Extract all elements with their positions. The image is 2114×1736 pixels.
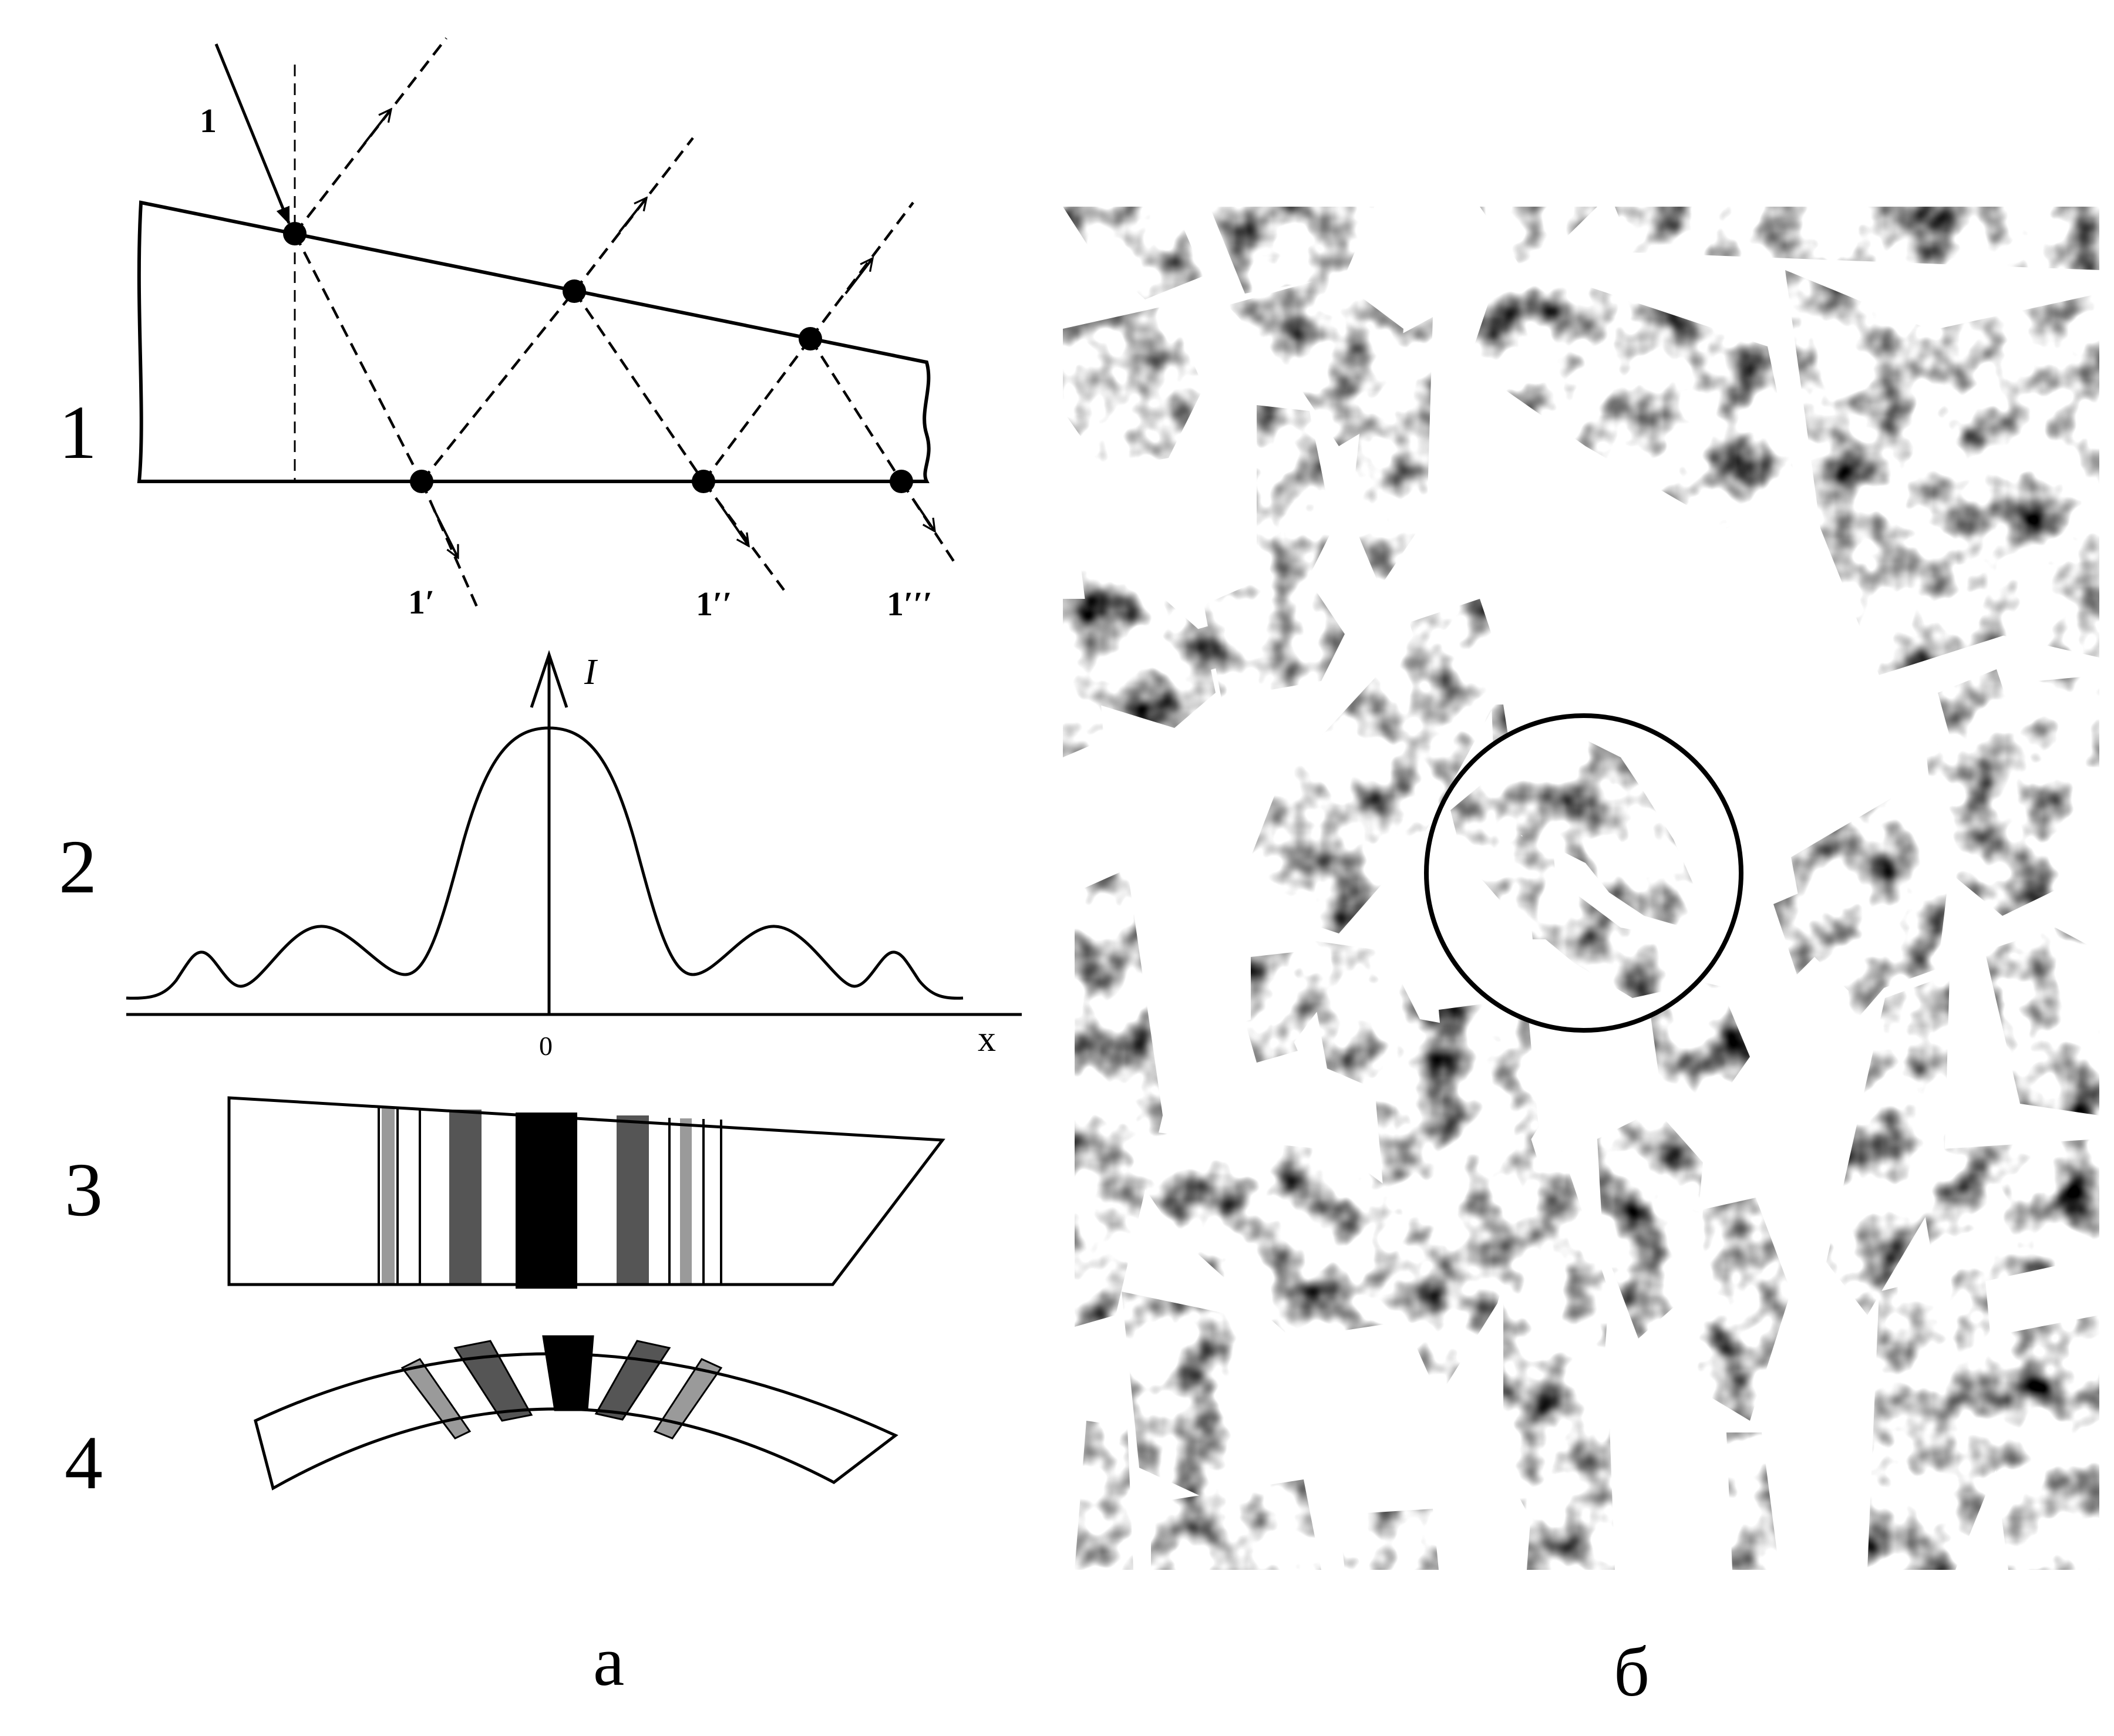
x-axis-label: x xyxy=(978,1019,996,1059)
contact-points xyxy=(283,222,913,493)
incident-ray xyxy=(214,43,291,225)
crystal-fragments xyxy=(1063,207,2099,1570)
caption-a: а xyxy=(593,1622,624,1700)
y-axis-label: I xyxy=(584,652,598,692)
wedge-fringes-outline xyxy=(227,1096,945,1286)
micrograph xyxy=(1063,207,2099,1570)
exit-ray-label-3: 1′′′ xyxy=(887,585,933,623)
caption-b: б xyxy=(1614,1633,1650,1711)
ray-diagram xyxy=(137,37,958,611)
row-number-2: 2 xyxy=(59,825,97,909)
magnified-crystal-inset xyxy=(1424,713,1743,1033)
intensity-curve xyxy=(126,726,964,1000)
intensity-profile: I x 0 xyxy=(126,650,1022,1061)
row-number-4: 4 xyxy=(65,1421,103,1505)
origin-label: 0 xyxy=(539,1031,553,1061)
wedge-outline xyxy=(137,200,931,483)
panel-b: б xyxy=(1063,207,2099,1711)
row-number-3: 3 xyxy=(65,1148,103,1232)
exit-ray-label-1: 1′ xyxy=(408,583,435,621)
bent-plate-outline xyxy=(254,1352,898,1491)
exit-ray-label-2: 1′′ xyxy=(696,585,732,623)
bent-fringes xyxy=(254,1335,898,1491)
reflected-rays xyxy=(294,37,914,340)
row-number-1: 1 xyxy=(59,390,97,475)
y-axis-arrowhead xyxy=(530,650,568,708)
wedge-fringes xyxy=(227,1096,945,1289)
incident-ray-label: 1 xyxy=(200,102,217,140)
panel-a: 1 2 3 4 xyxy=(59,37,1022,1700)
internal-rays xyxy=(293,232,903,483)
transmitted-rays xyxy=(420,480,958,611)
